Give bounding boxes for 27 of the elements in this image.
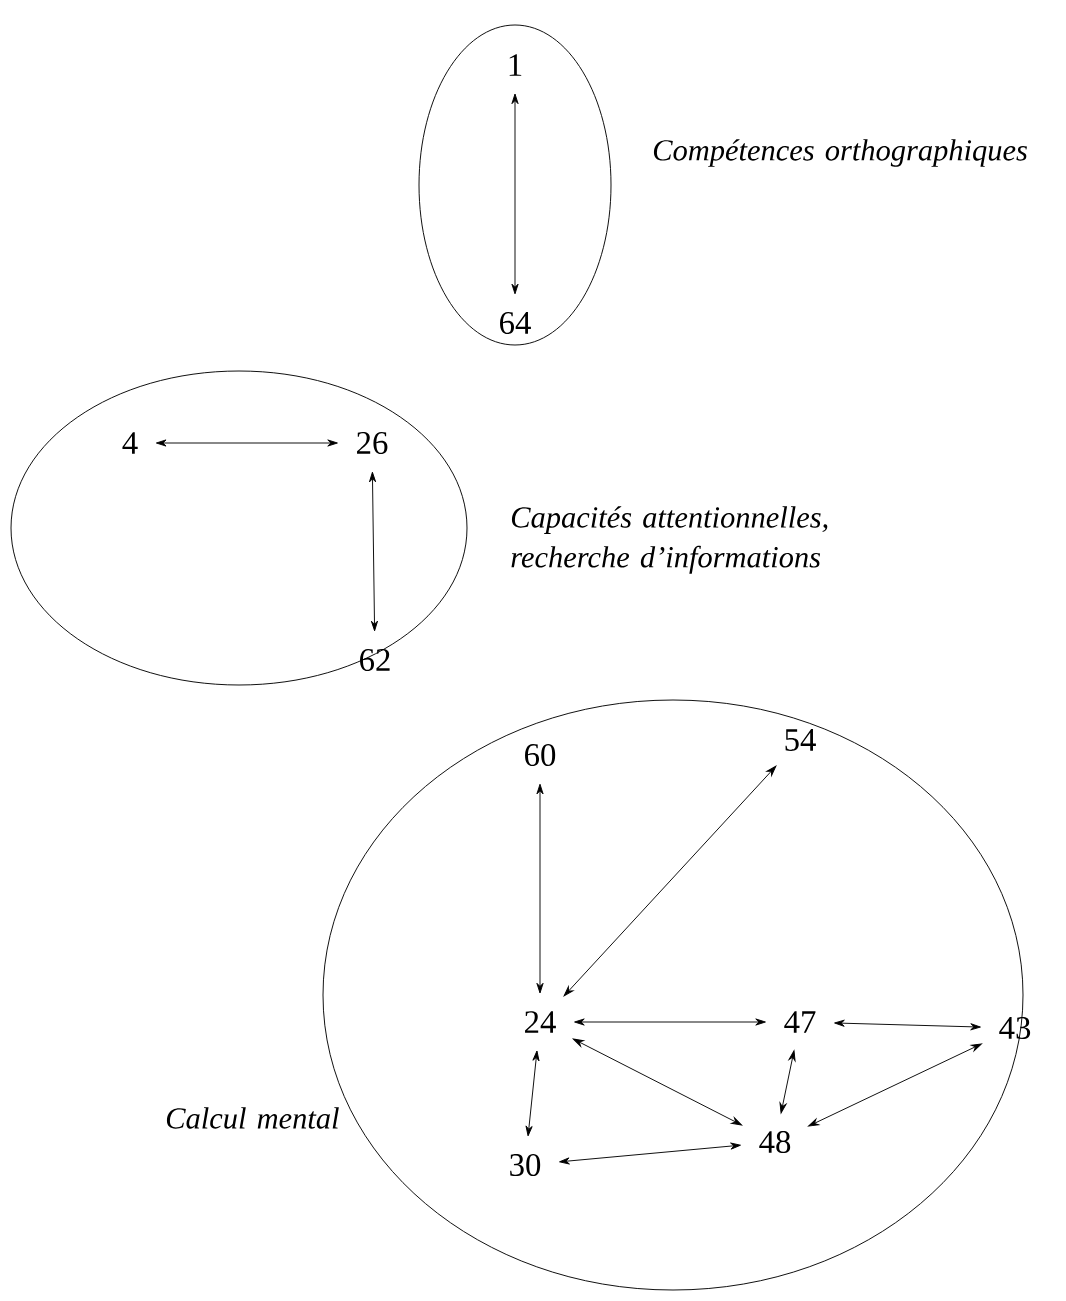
number-label: 43 [999, 1017, 1031, 1039]
number-label: 48 [759, 1130, 791, 1154]
number-label: 4 [122, 432, 138, 454]
number-label: 24 [525, 1011, 556, 1033]
number-label: 47 [784, 1011, 816, 1033]
double-arrow [574, 1018, 766, 1026]
double-arrow [511, 93, 519, 295]
number-label: 30 [510, 1153, 541, 1177]
number-label: 26 [357, 432, 388, 454]
double-arrow [369, 471, 379, 632]
number-label: 64 [500, 312, 531, 334]
double-arrow [834, 1019, 981, 1031]
node-label: Calcul mental [166, 1107, 339, 1129]
number-label: 62 [360, 649, 390, 671]
number-label: 54 [785, 729, 816, 751]
node-label: Compétences orthographiques [653, 139, 1027, 167]
double-arrow [536, 783, 544, 994]
double-arrow [808, 1043, 982, 1127]
double-arrow [563, 765, 777, 997]
number-label: 60 [525, 743, 556, 767]
double-arrow [155, 439, 338, 447]
double-arrow [779, 1050, 796, 1114]
double-arrow [525, 1050, 540, 1137]
double-arrow [559, 1142, 741, 1165]
number-label: 1 [509, 54, 522, 76]
double-arrow [572, 1038, 743, 1126]
node-label: Capacités attentionnelles, recherche d’informations [511, 506, 828, 574]
